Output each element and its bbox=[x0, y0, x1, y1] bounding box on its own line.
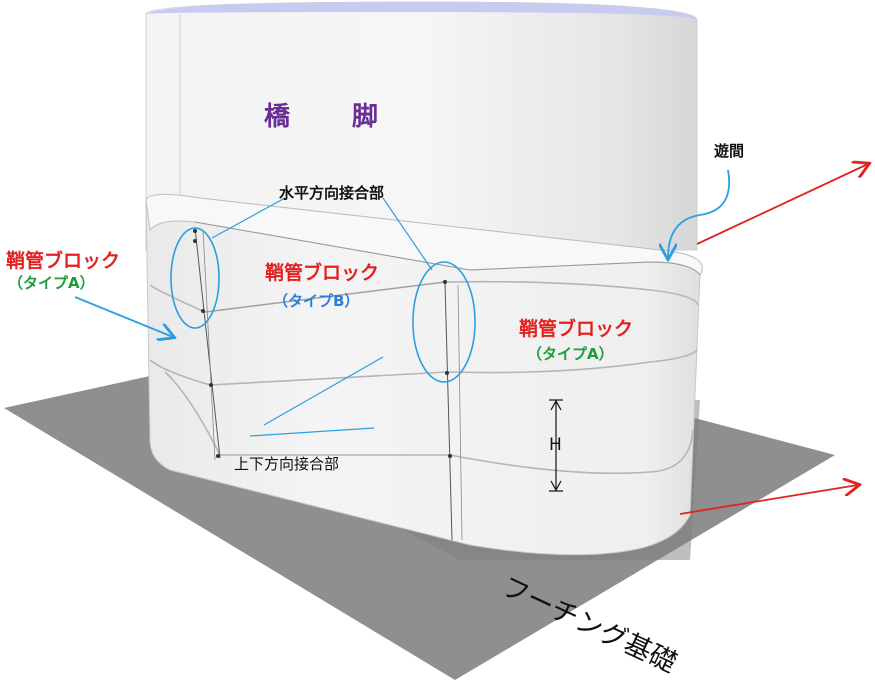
vertical-joint-line-right-b bbox=[457, 284, 463, 541]
sheath-block-center-label: 鞘管ブロック bbox=[265, 262, 380, 284]
pier-top-face bbox=[146, 2, 697, 20]
gap-inner-line bbox=[194, 221, 701, 276]
vertical-joint-line-left-b bbox=[202, 229, 216, 461]
sheath-block-right-label: 鞘管ブロック bbox=[519, 318, 634, 340]
type-b-label: （タイプB） bbox=[273, 292, 360, 310]
type-a-left-label: （タイプA） bbox=[8, 274, 95, 292]
sheath-block-left-label: 鞘管ブロック bbox=[6, 250, 121, 272]
pointer-arrow-left bbox=[74, 296, 173, 337]
gap-arrow bbox=[668, 169, 730, 258]
horizontal-joint-label: 水平方向接合部 bbox=[279, 184, 385, 202]
red-arrow-bottom bbox=[679, 485, 858, 515]
joint-highlight-right bbox=[412, 261, 476, 383]
gap-label: 遊間 bbox=[714, 142, 745, 160]
joint-highlight-left bbox=[170, 227, 220, 329]
horizontal-joint-line-3 bbox=[164, 371, 694, 475]
type-a-right-label: （タイプA） bbox=[527, 345, 614, 363]
height-marker-label: H bbox=[549, 435, 562, 455]
leader-vertical-bottom bbox=[249, 427, 375, 437]
leader-horizontal-right bbox=[382, 197, 433, 271]
pier-body bbox=[145, 1, 698, 251]
vertical-joint-label: 上下方向接合部 bbox=[234, 455, 340, 473]
red-arrow-top bbox=[696, 164, 868, 245]
vertical-joint-line-right bbox=[444, 281, 453, 541]
vertical-joint-line-left bbox=[194, 227, 221, 459]
pier-label: 橋 脚 bbox=[264, 102, 397, 132]
leader-horizontal-left bbox=[211, 197, 286, 239]
horizontal-joint-line-2 bbox=[149, 349, 698, 386]
horizontal-joint-line-1b bbox=[204, 281, 446, 313]
joint-points bbox=[193, 229, 452, 458]
height-dimension-arrow-bottom bbox=[550, 480, 562, 492]
horizontal-joint-line-1 bbox=[149, 280, 699, 313]
height-dimension-arrow-top bbox=[550, 399, 562, 411]
leader-vertical-top bbox=[263, 356, 384, 426]
